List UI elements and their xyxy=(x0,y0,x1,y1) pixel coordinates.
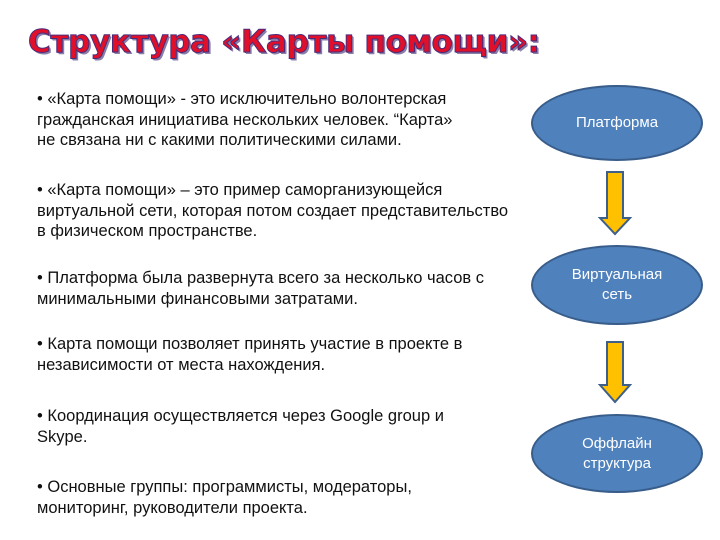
paragraph-participation: • Карта помощи позволяет принять участие… xyxy=(37,334,462,375)
paragraph-line: минимальными финансовыми затратами. xyxy=(37,289,358,308)
arrow-down-icon xyxy=(597,171,633,236)
node-label: Платформа xyxy=(575,114,659,131)
node-virtual-network: Виртуальная сеть xyxy=(531,245,703,325)
paragraph-line: гражданская инициатива нескольких челове… xyxy=(37,110,453,129)
paragraph-line: • Платформа была развернута всего за нес… xyxy=(37,269,484,287)
paragraph-line: • Координация осуществляется через Googl… xyxy=(37,407,444,425)
paragraph-line: • Карта помощи позволяет принять участие… xyxy=(37,335,463,353)
node-label: Оффлайн структура xyxy=(582,434,652,472)
paragraph-line: виртуальной сети, которая потом создает … xyxy=(37,201,509,220)
paragraph-line: • «Карта помощи» - это исключительно вол… xyxy=(37,90,447,108)
slide-title: Структура «Карты помощи»: xyxy=(28,24,541,61)
paragraph-line: • «Карта помощи» – это пример саморганиз… xyxy=(37,181,443,199)
arrow-down-icon xyxy=(597,341,633,404)
paragraph-coordination: • Координация осуществляется через Googl… xyxy=(37,406,444,447)
node-offline-structure: Оффлайн структура xyxy=(531,414,703,493)
paragraph-main-groups: • Основные группы: программисты, модерат… xyxy=(37,477,412,518)
paragraph-line: в физическом пространстве. xyxy=(37,222,258,240)
paragraph-volunteer-initiative: • «Карта помощи» - это исключительно вол… xyxy=(37,89,452,151)
paragraph-line: независимости от места нахождения. xyxy=(37,355,326,374)
paragraph-line: не связана ни с какими политическими сил… xyxy=(37,131,402,149)
node-label: Виртуальная сеть xyxy=(571,266,663,303)
paragraph-line: Skype. xyxy=(37,427,88,446)
paragraph-self-organizing-network: • «Карта помощи» – это пример саморганиз… xyxy=(37,180,508,242)
paragraph-line: • Основные группы: программисты, модерат… xyxy=(37,478,412,496)
paragraph-line: мониторинг, руководители проекта. xyxy=(37,498,308,517)
paragraph-platform-deployment: • Платформа была развернута всего за нес… xyxy=(37,268,484,309)
node-platform: Платформа xyxy=(531,85,703,161)
